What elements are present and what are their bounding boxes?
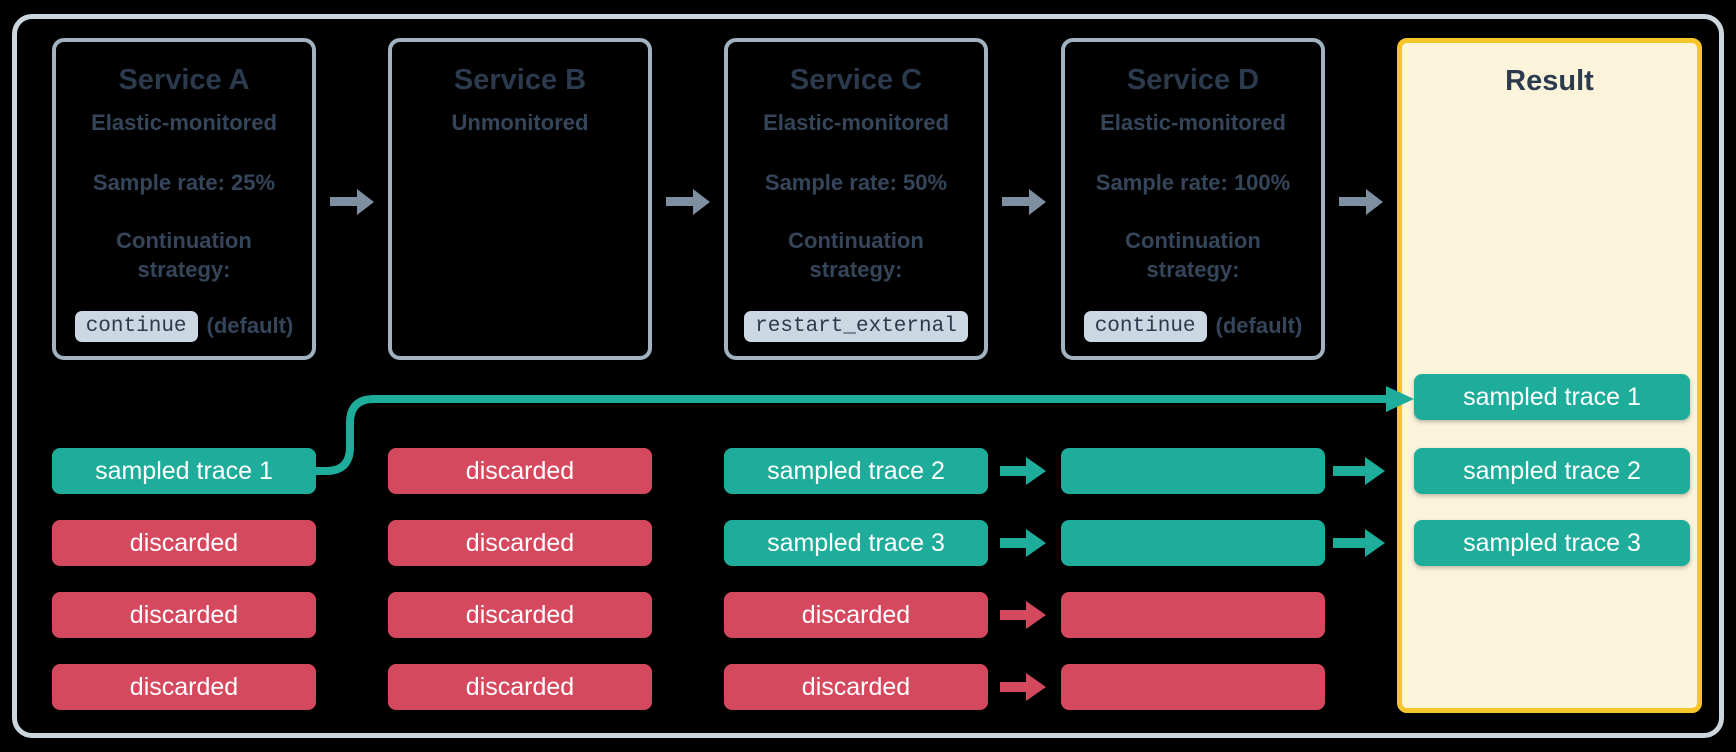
- service-c-box: Service C Elastic-monitored Sample rate:…: [724, 38, 988, 360]
- service-a-strategy-row: continue (default): [60, 306, 308, 346]
- service-c-strategy-row: restart_external: [732, 306, 980, 346]
- service-a-box: Service A Elastic-monitored Sample rate:…: [52, 38, 316, 360]
- trace-pill-label: sampled trace 3: [767, 528, 945, 557]
- row-arrow-c-to-d-3: [1000, 610, 1026, 620]
- trace-pill-a2: discarded: [52, 520, 316, 566]
- result-pill-sampled-trace-3: sampled trace 3: [1414, 520, 1690, 566]
- trace-pill-d2: [1061, 520, 1325, 566]
- result-box: Result sampled trace 1 sampled trace 2 s…: [1397, 38, 1702, 713]
- service-b-monitoring: Unmonitored: [451, 110, 589, 135]
- row-arrow-d-to-result-1: [1333, 466, 1365, 476]
- trace-pill-label: discarded: [801, 600, 911, 629]
- trace-pill-c2: sampled trace 3: [724, 520, 988, 566]
- flow-arrow-d-to-result: [1339, 197, 1366, 206]
- service-c-strategy-code-chip: restart_external: [744, 310, 968, 342]
- service-b-box: Service B Unmonitored: [388, 38, 652, 360]
- trace-pill-a4: discarded: [52, 664, 316, 710]
- service-a-strategy-label: Continuation strategy:: [116, 228, 252, 282]
- service-a-sample-rate: Sample rate: 25%: [92, 170, 276, 195]
- service-d-box: Service D Elastic-monitored Sample rate:…: [1061, 38, 1325, 360]
- row-arrow-c-to-d-4: [1000, 682, 1026, 692]
- service-a-monitoring: Elastic-monitored: [91, 110, 277, 135]
- trace-pill-d4: [1061, 664, 1325, 710]
- service-d-strategy-code-chip: continue: [1083, 310, 1207, 342]
- trace-pill-b1: discarded: [388, 448, 652, 494]
- service-c-strategy-label: Continuation strategy:: [788, 228, 924, 282]
- trace-pill-label: discarded: [465, 672, 575, 701]
- result-pill-sampled-trace-2: sampled trace 2: [1414, 448, 1690, 494]
- flow-arrow-b-to-c: [666, 197, 693, 206]
- row-arrow-c-to-d-1: [1000, 466, 1026, 476]
- trace-pill-label: sampled trace 1: [95, 456, 273, 485]
- outer-frame: [12, 14, 1724, 738]
- trace-pill-d3: [1061, 592, 1325, 638]
- result-pill-label: sampled trace 2: [1463, 456, 1641, 485]
- trace-pill-c1: sampled trace 2: [724, 448, 988, 494]
- trace-pill-b4: discarded: [388, 664, 652, 710]
- row-arrow-c-to-d-2: [1000, 538, 1026, 548]
- service-a-title: Service A: [118, 64, 250, 96]
- trace-pill-b2: discarded: [388, 520, 652, 566]
- row-arrow-d-to-result-2: [1333, 538, 1365, 548]
- service-a-strategy-note: (default): [206, 313, 294, 338]
- result-title: Result: [1505, 65, 1594, 97]
- result-pill-label: sampled trace 1: [1463, 382, 1641, 411]
- service-c-monitoring: Elastic-monitored: [763, 110, 949, 135]
- service-d-sample-rate: Sample rate: 100%: [1095, 170, 1291, 195]
- result-pill-sampled-trace-1: sampled trace 1: [1414, 374, 1690, 420]
- service-a-strategy-code-chip: continue: [74, 310, 198, 342]
- trace-pill-label: discarded: [465, 528, 575, 557]
- trace-pill-a1: sampled trace 1: [52, 448, 316, 494]
- trace-pill-b3: discarded: [388, 592, 652, 638]
- flow-arrow-a-to-b: [330, 197, 357, 206]
- trace-pill-label: sampled trace 2: [767, 456, 945, 485]
- trace-pill-d1: [1061, 448, 1325, 494]
- trace-pill-label: discarded: [129, 600, 239, 629]
- service-b-strategy-row: [396, 306, 644, 346]
- trace-pill-label: discarded: [465, 600, 575, 629]
- service-d-title: Service D: [1126, 64, 1260, 96]
- trace-pill-c3: discarded: [724, 592, 988, 638]
- trace-pill-label: discarded: [129, 672, 239, 701]
- service-d-strategy-note: (default): [1215, 313, 1303, 338]
- trace-pill-label: discarded: [129, 528, 239, 557]
- service-d-monitoring: Elastic-monitored: [1100, 110, 1286, 135]
- service-b-title: Service B: [453, 64, 587, 96]
- trace-pill-a3: discarded: [52, 592, 316, 638]
- flow-arrow-c-to-d: [1002, 197, 1029, 206]
- trace-pill-label: discarded: [801, 672, 911, 701]
- trace-pill-c4: discarded: [724, 664, 988, 710]
- service-d-strategy-row: continue (default): [1069, 306, 1317, 346]
- service-c-title: Service C: [789, 64, 923, 96]
- service-d-strategy-label: Continuation strategy:: [1125, 228, 1261, 282]
- service-c-sample-rate: Sample rate: 50%: [764, 170, 948, 195]
- trace-pill-label: discarded: [465, 456, 575, 485]
- result-pill-label: sampled trace 3: [1463, 528, 1641, 557]
